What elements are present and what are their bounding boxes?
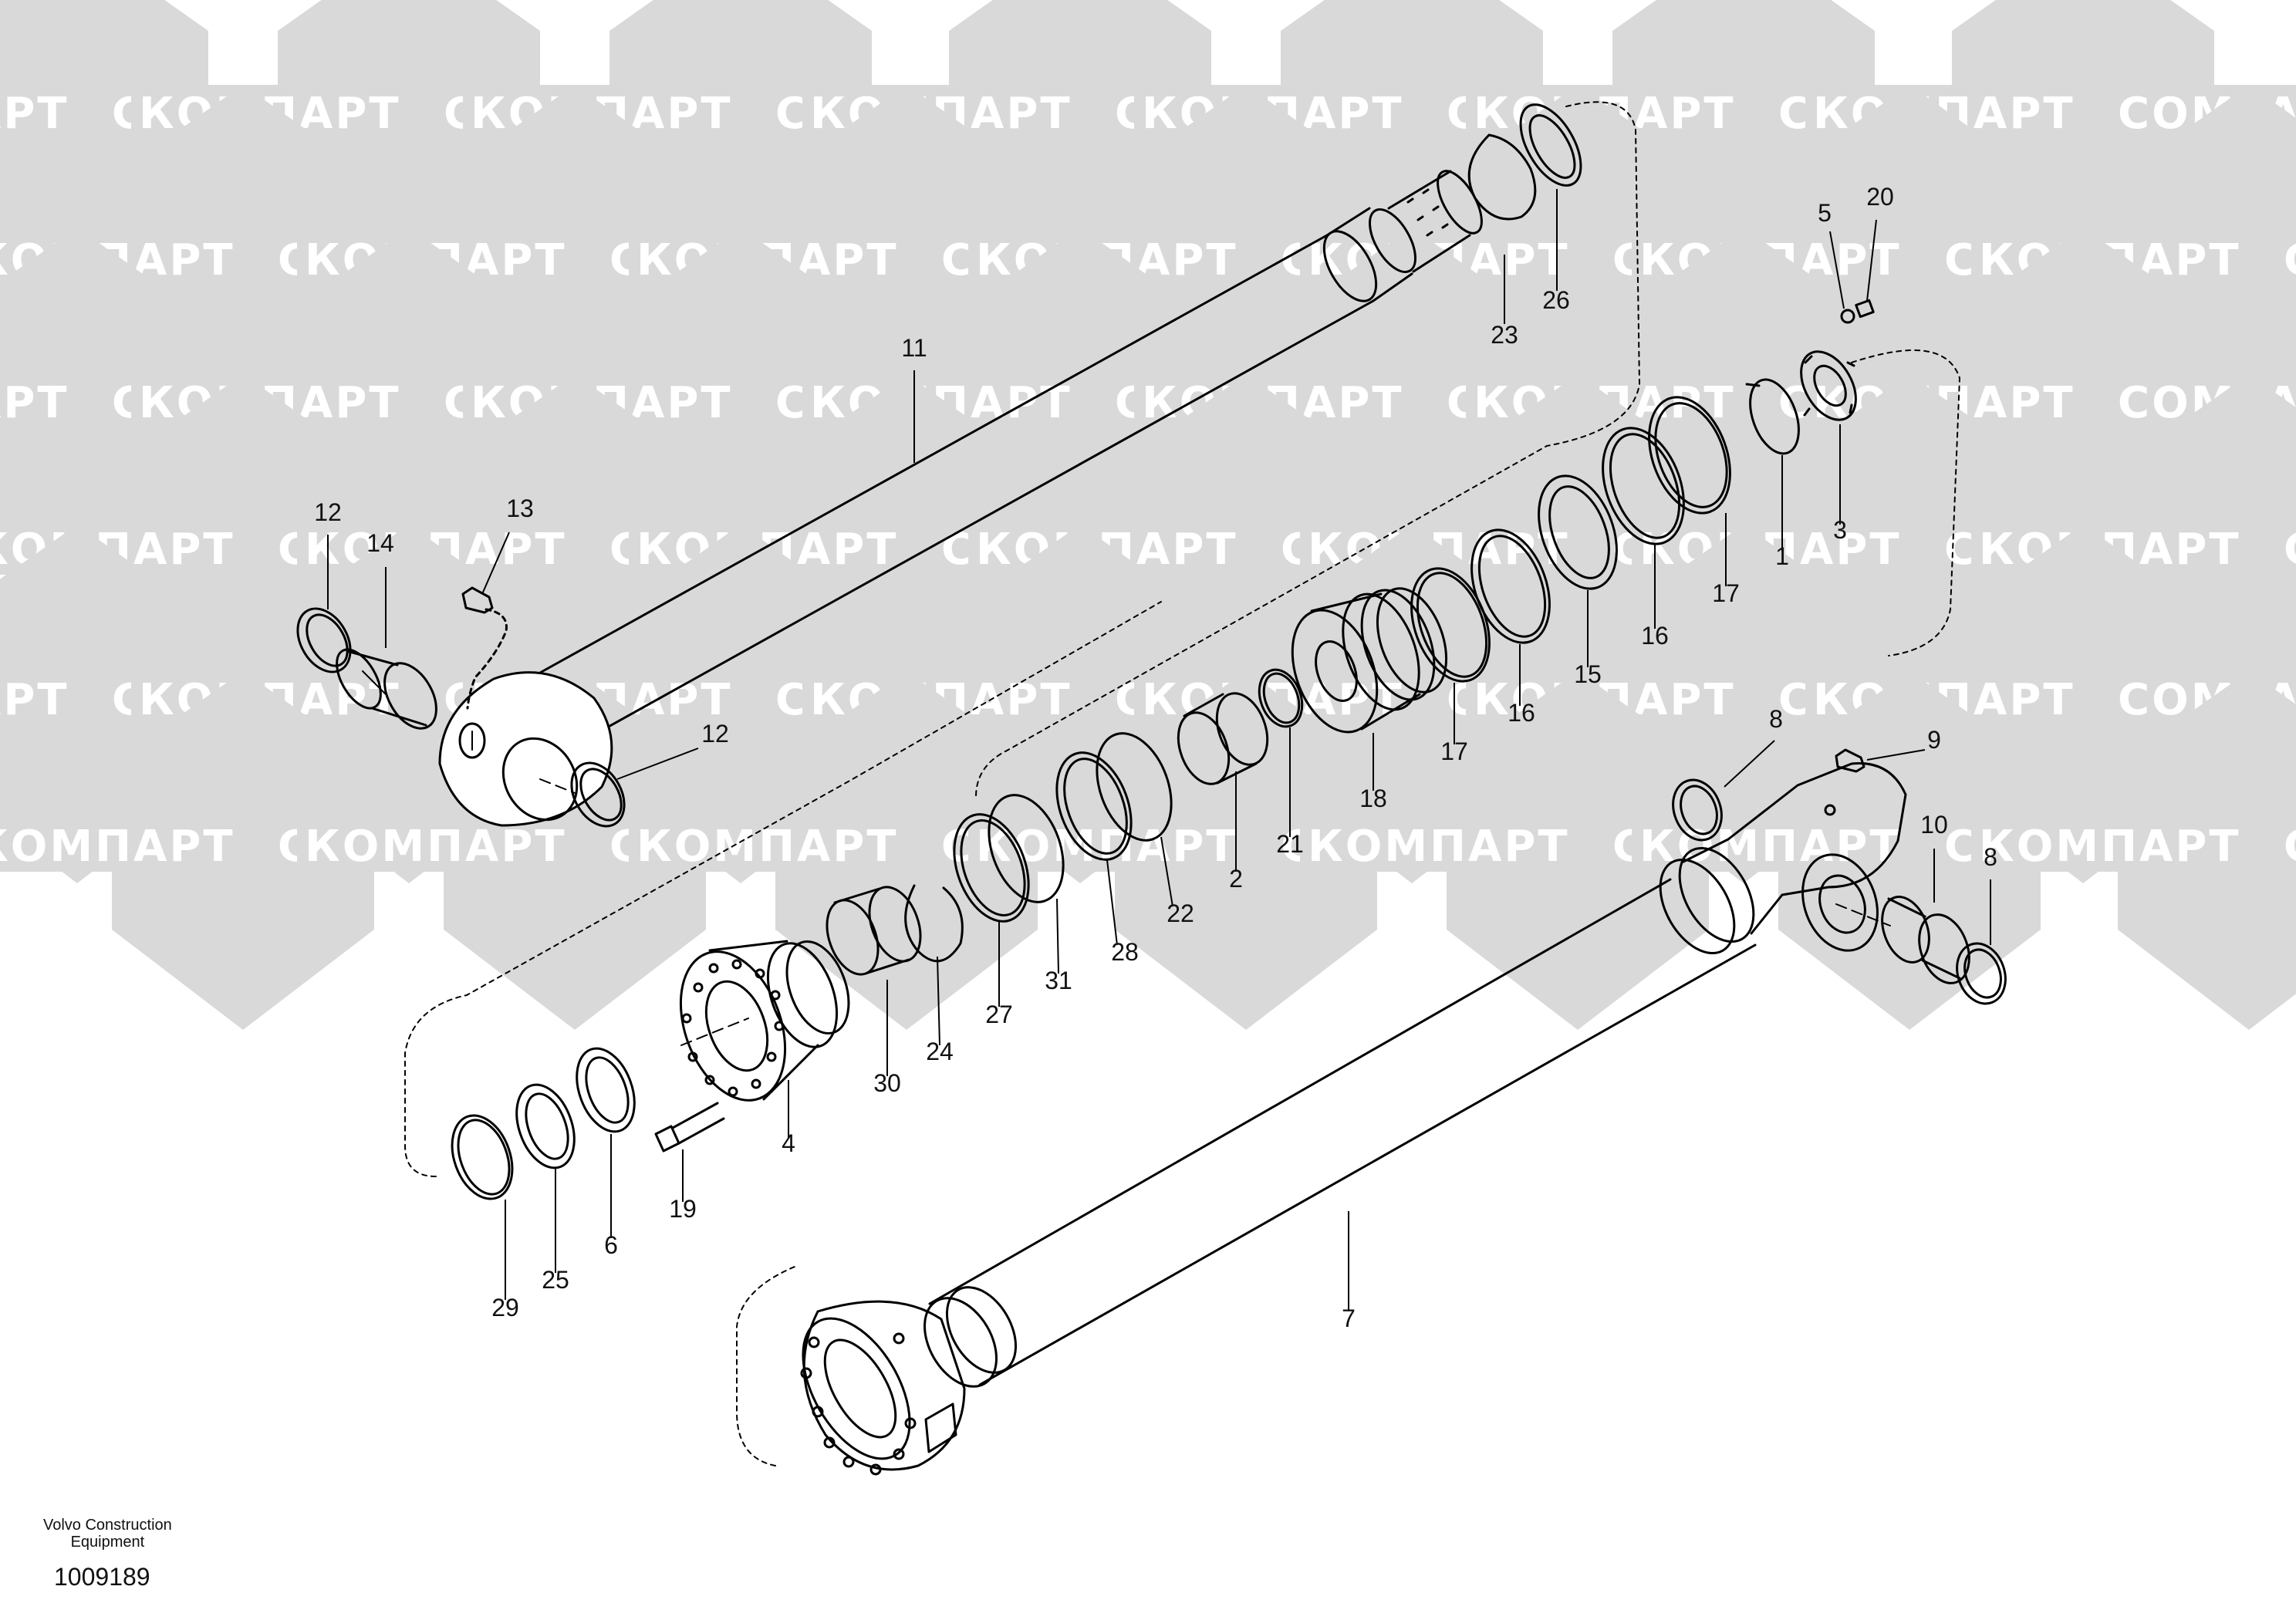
callout-leader-line: [1724, 740, 1775, 788]
callout-number-15: 15: [1574, 660, 1602, 688]
callout-number-19: 19: [669, 1195, 697, 1223]
callout-leader-line: [1160, 836, 1173, 907]
callout-number-9: 9: [1927, 726, 1941, 754]
cylinder-tube: [800, 762, 1907, 1476]
callout-number-21: 21: [1276, 830, 1304, 858]
grease-nipple-9: [1835, 748, 1866, 773]
o-ring-21: [1258, 668, 1304, 728]
bushing-30: [826, 886, 922, 976]
piston-18: [1291, 587, 1448, 734]
callout-number-3: 3: [1833, 516, 1847, 544]
watermark-text-latin: COMPART: [2284, 235, 2296, 285]
snap-ring-24: [904, 884, 964, 963]
callout-layer: 1112141312232652031171615161718212222831…: [314, 183, 1997, 1332]
watermark-tile: КОМПАРТ COMPART: [1971, 671, 2296, 1030]
callout-number-11: 11: [901, 334, 927, 362]
seal-ring-8b: [1956, 942, 2007, 1005]
callout-number-2: 2: [1229, 865, 1243, 893]
callout-number-8: 8: [1984, 843, 1997, 871]
callout-number-7: 7: [1342, 1304, 1356, 1332]
piston-rod: [438, 170, 1483, 827]
watermark-text-latin: COMPART: [2284, 525, 2296, 575]
backup-ring-22: [1096, 732, 1173, 842]
callout-number-22: 22: [1167, 899, 1194, 927]
callout-leader-line: [1106, 859, 1118, 946]
callout-leader-line: [1866, 219, 1877, 302]
snap-ring-23: [1467, 133, 1537, 221]
grease-nipple-13: [461, 586, 508, 710]
callout-number-24: 24: [926, 1038, 954, 1065]
watermark-layer: КОМПАРТ COMPART КОМПАРТ COMPART КОМПАРТ COMPA…: [0, 0, 2296, 1030]
seal-ring-12b: [570, 761, 626, 828]
callout-number-26: 26: [1542, 286, 1570, 314]
watermark-text-cyrillic: КОМПАРТ: [305, 822, 567, 872]
callout-number-8: 8: [1769, 705, 1783, 733]
callout-number-20: 20: [1866, 183, 1894, 211]
callout-number-13: 13: [506, 494, 534, 522]
callout-number-30: 30: [873, 1069, 901, 1097]
set-screw-5: [1840, 309, 1855, 324]
wear-ring-15: [1538, 474, 1618, 590]
callout-number-18: 18: [1359, 785, 1387, 812]
callout-number-23: 23: [1491, 321, 1518, 349]
plug-20: [1855, 299, 1875, 319]
seal-28: [1055, 751, 1133, 861]
callout-leader-line: [937, 956, 940, 1046]
snap-ring-29: [451, 1114, 514, 1200]
callout-number-1: 1: [1775, 542, 1789, 570]
callout-number-16: 16: [1508, 699, 1535, 727]
callout-leader-line: [616, 748, 699, 780]
callout-number-10: 10: [1920, 811, 1948, 839]
watermark-text-cyrillic: КОМПАРТ: [0, 378, 69, 428]
callout-number-6: 6: [604, 1231, 618, 1259]
watermark-text-cyrillic: КОМПАРТ: [1979, 822, 2241, 872]
washer-1: [1745, 378, 1800, 455]
callout-number-31: 31: [1045, 967, 1072, 994]
backup-ring-31: [988, 794, 1065, 903]
bushing-10: [1881, 896, 1970, 984]
watermark-text-latin: COMPART: [2284, 822, 2296, 872]
watermark-text-cyrillic: КОМПАРТ: [0, 675, 69, 725]
bolt-19: [654, 1102, 725, 1153]
callout-number-14: 14: [366, 529, 394, 557]
watermark-text-cyrillic: КОМПАРТ: [0, 89, 69, 139]
wiper-25: [515, 1083, 576, 1169]
document-number: 1009189: [54, 1563, 150, 1591]
seal-27: [953, 813, 1030, 923]
watermark-text-cyrillic: КОМПАРТ: [1308, 822, 1570, 872]
company-caption: Volvo Construction Equipment: [43, 1517, 172, 1551]
company-line-2: Equipment: [70, 1534, 145, 1551]
callout-number-29: 29: [491, 1294, 519, 1321]
callout-number-27: 27: [985, 1001, 1013, 1028]
seal-ring-8a: [1672, 778, 1723, 842]
nut-3: [1800, 350, 1857, 421]
seal-17b: [1410, 567, 1491, 683]
seal-6: [576, 1047, 636, 1133]
watermark-text-cyrillic: КОМПАРТ: [0, 822, 235, 872]
callout-leader-line: [1866, 749, 1926, 761]
callout-leader-line: [1829, 231, 1845, 309]
callout-number-28: 28: [1111, 938, 1139, 966]
washer-26: [1519, 103, 1582, 187]
callout-leader-line: [481, 532, 510, 595]
bushing-14: [336, 648, 437, 730]
callout-leader-line: [1056, 898, 1059, 974]
watermark-text-cyrillic: КОМПАРТ: [636, 822, 899, 872]
callout-number-5: 5: [1818, 199, 1832, 227]
ring-16a: [1602, 427, 1685, 545]
callout-number-16: 16: [1641, 622, 1669, 650]
callout-number-17: 17: [1712, 579, 1740, 607]
callout-number-12: 12: [701, 720, 729, 748]
seal-17a: [1648, 396, 1731, 515]
seal-ring-12a: [296, 607, 352, 673]
company-line-1: Volvo Construction: [43, 1517, 172, 1534]
callout-number-25: 25: [542, 1266, 569, 1294]
callout-number-12: 12: [314, 498, 342, 526]
watermark-text-cyrillic: КОМПАРТ: [1639, 822, 1902, 872]
callout-number-4: 4: [782, 1129, 795, 1157]
callout-number-17: 17: [1440, 737, 1468, 765]
